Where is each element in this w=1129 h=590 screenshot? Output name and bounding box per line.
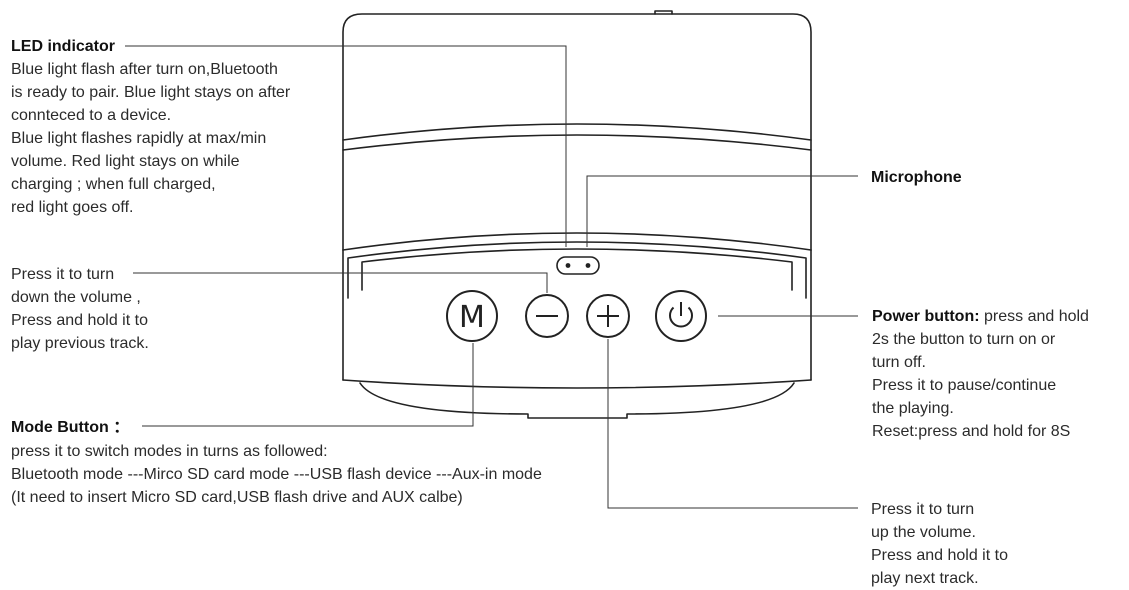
microphone-title: Microphone — [871, 169, 962, 186]
speaker-lower-body — [342, 249, 812, 381]
volume-down-desc: Press it to turn down the volume , Press… — [11, 263, 149, 355]
speaker-lower-rim — [342, 232, 812, 251]
led-indicator-desc: Blue light flash after turn on,Bluetooth… — [11, 58, 290, 219]
speaker-panel-edge — [347, 241, 807, 299]
volume-up-line: Press it to turn — [871, 501, 975, 518]
speaker-bottom — [342, 379, 812, 389]
power-button-desc: Power button: press and hold 2s the butt… — [872, 305, 1089, 443]
speaker-top-body — [342, 13, 812, 141]
power-desc-line: the playing. — [872, 400, 954, 417]
power-icon — [669, 306, 693, 328]
volume-down-button — [525, 294, 569, 338]
speaker-panel-inner — [361, 248, 793, 291]
mode-desc-line: Bluetooth mode ---Mirco SD card mode ---… — [11, 466, 542, 483]
speaker-middle-band — [342, 149, 812, 251]
volume-up-line: up the volume. — [871, 524, 976, 541]
volume-down-line: Press and hold it to — [11, 312, 148, 329]
volume-down-line: down the volume , — [11, 289, 141, 306]
mode-desc-line: press it to switch modes in turns as fol… — [11, 443, 328, 460]
led-indicator-title: LED indicator — [11, 38, 116, 55]
speaker-base — [359, 382, 795, 419]
power-button — [655, 290, 707, 342]
volume-down-line: play previous track. — [11, 335, 149, 352]
led-desc-line: red light goes off. — [11, 199, 134, 216]
power-title-line: Power button: press and hold — [872, 305, 1089, 328]
led-desc-line: Blue light flashes rapidly at max/min — [11, 130, 267, 147]
speaker-top-notch — [654, 10, 673, 15]
led-desc-line: connteced to a device. — [11, 107, 172, 124]
leader-volume-up — [607, 339, 858, 509]
led-desc-line: volume. Red light stays on while — [11, 153, 240, 170]
volume-up-desc: Press it to turn up the volume. Press an… — [871, 498, 1008, 590]
led-desc-line: is ready to pair. Blue light stays on af… — [11, 84, 291, 101]
led-desc-line: Blue light flash after turn on,Bluetooth — [11, 61, 278, 78]
mode-desc-line: (It need to insert Micro SD card,USB fla… — [11, 489, 463, 506]
volume-up-line: play next track. — [871, 570, 979, 587]
leader-microphone — [586, 175, 858, 247]
mode-button-title: Mode Button ： — [11, 419, 130, 436]
power-desc-line: Press it to pause/continue — [872, 377, 1057, 394]
power-desc-line: Reset:press and hold for 8S — [872, 423, 1071, 440]
mode-button — [446, 290, 498, 342]
mode-button-desc: press it to switch modes in turns as fol… — [11, 440, 542, 509]
mode-button-glyph: M — [459, 300, 485, 335]
leader-volume-down — [133, 272, 548, 293]
volume-up-button — [586, 294, 630, 338]
power-button-title: Power button: — [872, 308, 980, 325]
speaker-upper-rim — [342, 123, 812, 151]
power-desc-line: turn off. — [872, 354, 926, 371]
led-desc-line: charging ; when full charged, — [11, 176, 216, 193]
power-title-rest: press and hold — [979, 308, 1089, 325]
volume-up-line: Press and hold it to — [871, 547, 1008, 564]
power-desc-line: 2s the button to turn on or — [872, 331, 1056, 348]
leader-mode — [142, 343, 474, 427]
leader-led — [125, 45, 567, 247]
volume-down-line: Press it to turn — [11, 266, 115, 283]
led-indicator-pill — [556, 256, 600, 275]
